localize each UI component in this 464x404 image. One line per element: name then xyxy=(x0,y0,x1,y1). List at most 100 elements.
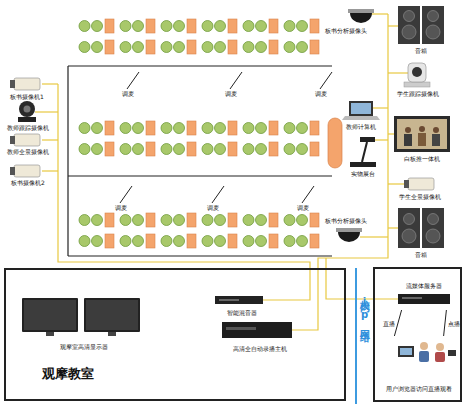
camera-lens xyxy=(412,67,422,77)
signal-wire xyxy=(372,13,388,14)
mic-stand xyxy=(320,72,332,89)
server-unit xyxy=(398,294,450,304)
ptz-base xyxy=(404,82,430,87)
device-label: 用户浏览器访问直播观看 xyxy=(386,385,452,392)
ptz-base xyxy=(18,117,36,122)
box-camera xyxy=(408,178,434,190)
connector xyxy=(444,310,447,336)
box-camera xyxy=(14,78,40,90)
camera-lens xyxy=(404,180,409,188)
camera-lens xyxy=(24,106,31,113)
visualizer-arm xyxy=(362,142,367,162)
monitor-stand xyxy=(108,332,116,336)
device-label: 白板推一体机 xyxy=(404,155,440,162)
speaker-cone xyxy=(404,11,415,22)
mixer-panel xyxy=(219,299,239,301)
signal-wire xyxy=(42,170,58,171)
signal-wire xyxy=(388,72,408,73)
desk-row xyxy=(78,212,324,252)
whiteboard-display xyxy=(394,116,450,152)
device-label: 学生全景摄像机 xyxy=(399,193,441,200)
box-camera xyxy=(14,165,40,177)
signal-wire xyxy=(42,83,58,84)
device-label: 观摩室高清显示器 xyxy=(60,343,108,350)
desk-row xyxy=(78,18,324,58)
mic-stand xyxy=(302,186,314,203)
ptz-camera xyxy=(19,101,35,117)
podium xyxy=(328,118,342,168)
dome-camera xyxy=(338,232,360,242)
recorder-unit xyxy=(222,322,292,338)
signal-wire xyxy=(388,183,404,184)
device-label: 实物展台 xyxy=(351,170,375,177)
signal-wire xyxy=(374,139,388,140)
connector xyxy=(394,310,401,336)
device-label: 音箱 xyxy=(415,47,427,54)
monitor-stand xyxy=(46,332,54,336)
mic-stand xyxy=(212,186,224,203)
screen-person xyxy=(404,134,412,146)
screen-person xyxy=(419,126,425,132)
device-label: 高清全自动录播主机 xyxy=(233,345,287,352)
mic-label: 调麦 xyxy=(207,204,219,211)
mixer-device: 智能混音器 xyxy=(205,294,279,316)
speaker-cone xyxy=(402,229,416,243)
device-label: 教师计算机 xyxy=(346,123,376,130)
speaker-cone xyxy=(426,25,440,39)
laptop-screen xyxy=(351,103,371,114)
network-line xyxy=(355,268,357,404)
mic-stand xyxy=(120,186,132,203)
speaker xyxy=(398,208,420,248)
laptop-base xyxy=(342,116,380,120)
device-label: 智能混音器 xyxy=(227,309,257,316)
screen-person xyxy=(418,133,426,146)
device-label: 教师跟踪摄像机 xyxy=(7,124,49,131)
device-label: 板书分析摄像头 xyxy=(325,217,367,224)
camera-lens xyxy=(10,167,15,175)
speaker xyxy=(398,6,420,44)
user-screen xyxy=(400,348,412,355)
camera-lens xyxy=(10,136,15,144)
server-device: 流媒体服务器 xyxy=(392,282,456,310)
signal-wire xyxy=(35,111,58,112)
monitor-screen xyxy=(86,300,138,330)
device-label: 板书摄像机1 xyxy=(10,93,44,100)
mic-stand xyxy=(230,72,242,89)
signal-wire xyxy=(388,227,398,228)
device-label: 板书分析摄像头 xyxy=(325,27,367,34)
user-person xyxy=(420,342,428,350)
mic-label: 调麦 xyxy=(297,204,309,211)
speaker-cone xyxy=(428,11,439,22)
signal-wire xyxy=(360,236,388,237)
user-monitor xyxy=(398,346,414,357)
user-person xyxy=(436,343,444,351)
recorder-panel xyxy=(226,327,256,330)
mic-label: 调麦 xyxy=(315,90,327,97)
user-laptop xyxy=(448,350,456,356)
speaker-cone xyxy=(404,214,415,225)
laptop xyxy=(349,101,373,116)
streaming-box xyxy=(374,268,461,401)
desk-row xyxy=(78,120,324,160)
speaker xyxy=(422,208,444,248)
edge-label: 点播 xyxy=(448,320,460,327)
dome-base xyxy=(348,9,374,13)
speaker-cone xyxy=(402,25,416,39)
camera-lens xyxy=(10,80,15,88)
edge-label: 直播 xyxy=(383,320,395,327)
mixer-unit xyxy=(215,296,263,304)
user-group: 用户浏览器访问直播观看 xyxy=(378,336,460,392)
row-line xyxy=(67,66,68,256)
mic-label: 调麦 xyxy=(122,90,134,97)
device-label: 流媒体服务器 xyxy=(406,282,442,289)
speaker xyxy=(422,6,444,44)
room-box: 观摩教室 观摩室高清显示器 智能混音器高清全自动录播主机 xyxy=(4,268,346,401)
visualizer-base xyxy=(350,162,376,167)
display-device: 观摩室高清显示器 xyxy=(22,296,146,350)
dome-camera xyxy=(350,13,372,23)
monitor xyxy=(22,298,78,332)
recorder-device: 高清全自动录播主机 xyxy=(205,320,315,352)
room-title: 观摩教室 xyxy=(42,366,94,381)
device-label: 教师全景摄像机 xyxy=(7,148,49,155)
